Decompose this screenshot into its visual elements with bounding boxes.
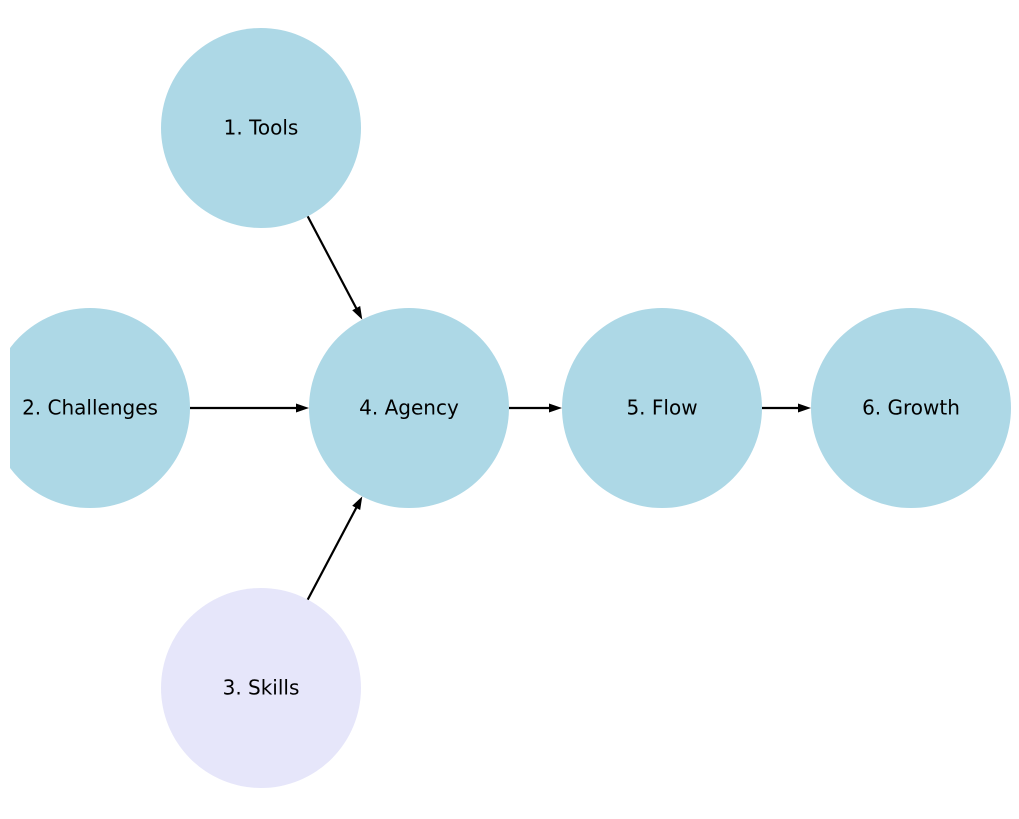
edge-challenges-to-agency (190, 403, 309, 413)
node-circle-agency (309, 308, 509, 508)
node-label-growth: 6. Growth (862, 396, 960, 420)
edges-layer (190, 215, 811, 601)
edge-tools-to-agency (306, 215, 363, 320)
node-agency: 4. Agency (309, 308, 509, 508)
edge-line (306, 505, 359, 601)
nodes-layer: 1. Tools 2. Challenges 3. Skills 4. Agency 5… (10, 28, 1011, 788)
arrowhead-icon (352, 305, 363, 320)
node-label-tools: 1. Tools (224, 116, 299, 140)
node-label-flow: 5. Flow (626, 396, 697, 420)
node-label-agency: 4. Agency (359, 396, 459, 420)
node-skills: 3. Skills (161, 588, 361, 788)
node-circle-skills (161, 588, 361, 788)
node-challenges: 2. Challenges (10, 308, 190, 508)
node-label-skills: 3. Skills (223, 676, 300, 700)
node-circle-growth (811, 308, 1011, 508)
arrowhead-icon (352, 496, 363, 511)
node-circle-tools (161, 28, 361, 228)
edge-line (306, 215, 359, 311)
edge-flow-to-growth (762, 403, 811, 413)
node-flow: 5. Flow (562, 308, 762, 508)
node-growth: 6. Growth (811, 308, 1011, 508)
node-tools: 1. Tools (161, 28, 361, 228)
arrowhead-icon (549, 403, 562, 413)
arrowhead-icon (296, 403, 309, 413)
node-circle-challenges (10, 308, 190, 508)
arrowhead-icon (798, 403, 811, 413)
axes-clip-group: 1. Tools 2. Challenges 3. Skills 4. Agency 5… (10, 28, 1011, 788)
edge-agency-to-flow (509, 403, 562, 413)
node-circle-flow (562, 308, 762, 508)
edge-skills-to-agency (306, 496, 363, 601)
node-label-challenges: 2. Challenges (22, 396, 158, 420)
